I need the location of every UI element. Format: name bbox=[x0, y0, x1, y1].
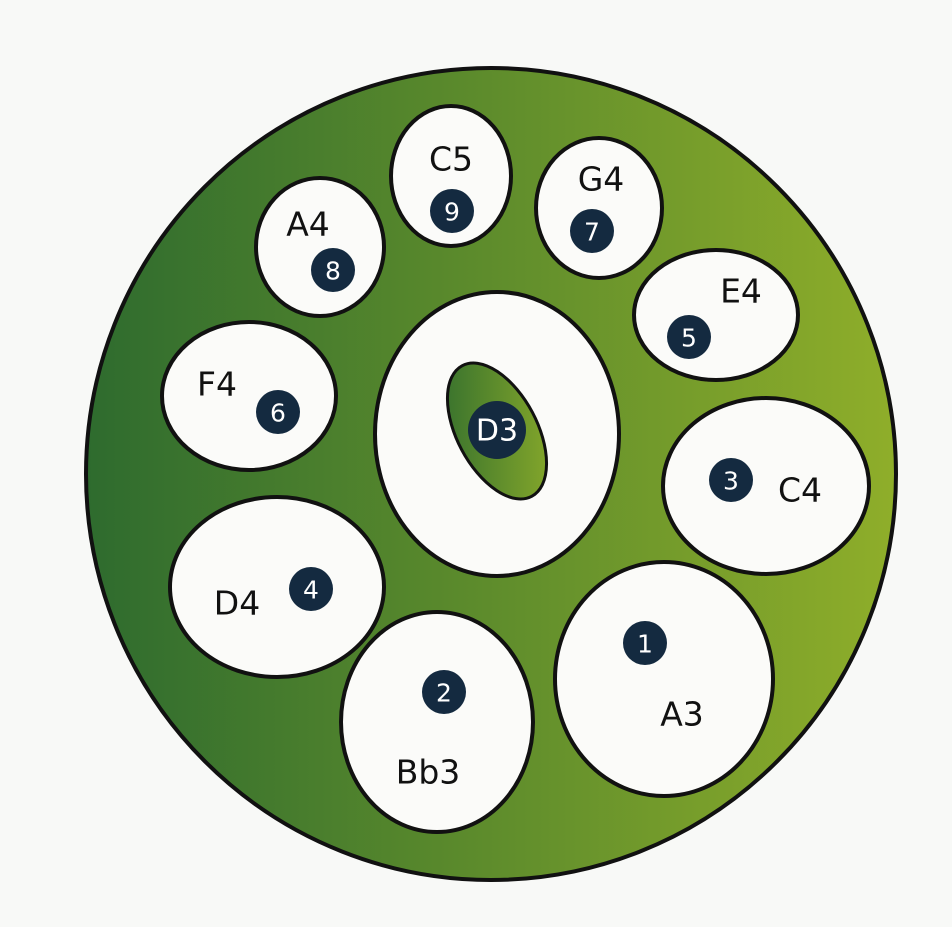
field-number: 3 bbox=[723, 467, 739, 496]
field-number: 2 bbox=[436, 679, 452, 708]
field-number: 6 bbox=[270, 399, 286, 428]
tone-field-6[interactable]: 6 F4 bbox=[160, 320, 338, 472]
field-number: 7 bbox=[584, 218, 600, 247]
ding-note-label: D3 bbox=[476, 414, 518, 449]
tone-field-2[interactable]: 2 Bb3 bbox=[339, 610, 535, 834]
field-note: E4 bbox=[720, 272, 762, 311]
field-number: 8 bbox=[325, 257, 341, 286]
field-number-badge bbox=[289, 567, 333, 611]
tone-field-1[interactable]: 1 A3 bbox=[553, 560, 775, 798]
field-note: C4 bbox=[778, 471, 822, 510]
tone-field-7[interactable]: 7 G4 bbox=[534, 136, 664, 280]
field-number: 1 bbox=[637, 630, 653, 659]
field-note: C5 bbox=[429, 140, 473, 179]
field-note: G4 bbox=[578, 160, 625, 199]
field-note: A4 bbox=[286, 205, 330, 244]
field-note: A3 bbox=[660, 695, 704, 734]
field-number-badge bbox=[311, 248, 355, 292]
field-number-badge bbox=[623, 621, 667, 665]
field-number-badge bbox=[570, 209, 614, 253]
field-note: F4 bbox=[197, 365, 237, 404]
tone-field-3[interactable]: 3 C4 bbox=[661, 396, 871, 576]
ding-badge bbox=[468, 401, 526, 459]
field-note: D4 bbox=[214, 584, 260, 623]
field-number-badge bbox=[422, 670, 466, 714]
tone-field-9[interactable]: 9 C5 bbox=[389, 104, 513, 248]
field-number: 9 bbox=[444, 198, 460, 227]
field-number: 4 bbox=[303, 576, 319, 605]
field-number-badge bbox=[430, 189, 474, 233]
tone-field-8[interactable]: 8 A4 bbox=[254, 176, 386, 318]
tone-field-4[interactable]: 4 D4 bbox=[168, 495, 386, 679]
field-number-badge bbox=[256, 390, 300, 434]
field-number-badge bbox=[709, 458, 753, 502]
field-number: 5 bbox=[681, 324, 697, 353]
field-number-badge bbox=[667, 315, 711, 359]
tone-field-5[interactable]: 5 E4 bbox=[632, 248, 800, 382]
field-note: Bb3 bbox=[396, 753, 461, 792]
